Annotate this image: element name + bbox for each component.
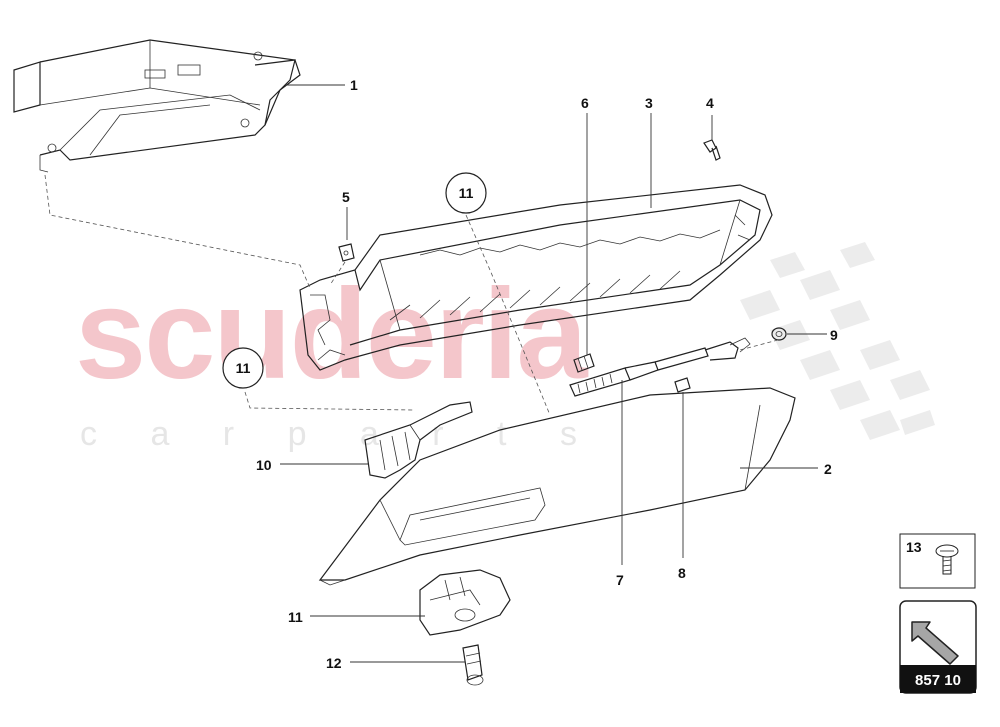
page-reference-box[interactable]: 857 10 [899,600,977,694]
callout-12: 12 [326,655,342,671]
callout-3: 3 [645,95,653,111]
lock-part-11 [419,569,511,636]
callout-7: 7 [616,572,624,588]
glovebox-lid-part-2 [318,387,796,586]
bolt-icon [935,544,959,575]
callout-11-top-text: 11 [459,185,474,201]
watermark-checker-flag [740,242,935,440]
callout-1: 1 [350,77,358,93]
callout-leader-lines [280,84,827,663]
callout-6: 6 [581,95,589,111]
callout-11-circle-left: 11 [222,347,264,389]
callout-10: 10 [256,457,272,473]
watermark-subtitle: c a r p a r t s [80,415,599,453]
callout-9: 9 [830,327,838,343]
callout-11-left-text: 11 [236,360,251,376]
lock-cylinder-part-12 [462,644,484,686]
inset-part-number: 13 [906,539,922,555]
pin-part-8 [674,377,691,393]
callout-8: 8 [678,565,686,581]
watermark-brand: scuderia [75,263,588,406]
page-code: 857 10 [915,672,961,689]
arrow-icon [911,621,959,665]
callout-4: 4 [706,95,714,111]
clip-nut-part-5 [338,243,355,262]
assembly-guide-lines [44,174,779,416]
callout-11-circle-top: 11 [445,172,487,214]
washer-part-9 [771,327,787,341]
callout-2: 2 [824,461,832,477]
damper-rod-part-7 [569,337,751,397]
glovebox-frame-part [299,184,773,371]
screw-part-4 [703,139,721,161]
dashboard-bracket-part [13,39,301,173]
callout-11-bottom: 11 [288,609,303,625]
latch-bracket-part-10 [364,401,473,479]
inset-part-13-box: 13 [899,533,976,589]
damper-part-6 [573,353,595,373]
callout-5: 5 [342,189,350,205]
